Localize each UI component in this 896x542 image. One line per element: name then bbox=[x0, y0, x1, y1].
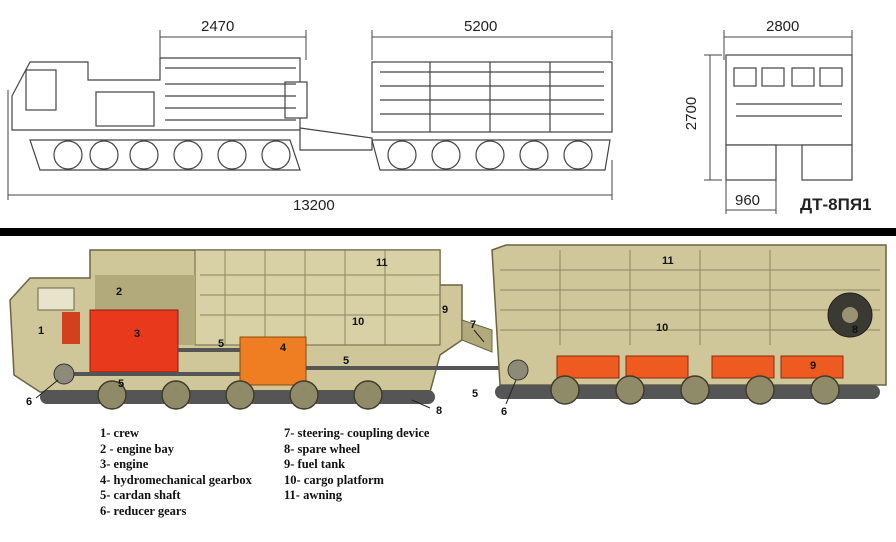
callout-platform-rear: 10 bbox=[656, 322, 669, 334]
callout-cardan-link: 5 bbox=[472, 388, 479, 400]
dim-total-length: 13200 bbox=[293, 197, 335, 214]
legend-item: 4- hydromechanical gearbox bbox=[100, 472, 252, 487]
callout-reducer-front: 6 bbox=[26, 396, 33, 408]
legend-item: 7- steering- coupling device bbox=[284, 426, 430, 440]
dim-height: 2700 bbox=[683, 96, 701, 131]
callout-track: 8 bbox=[436, 405, 443, 417]
legend-left: 1- crew 2 - engine bay 3- engine 4- hydr… bbox=[100, 426, 252, 519]
legend-item: 9- fuel tank bbox=[284, 457, 346, 471]
legend-item: 6- reducer gears bbox=[100, 503, 187, 518]
dim-rear-body: 5200 bbox=[464, 18, 498, 35]
callout-engine-bay: 2 bbox=[116, 286, 123, 298]
callout-reducer-rear: 6 bbox=[501, 406, 508, 418]
callout-crew: 1 bbox=[38, 325, 45, 337]
callout-platform-front: 10 bbox=[352, 316, 365, 328]
legend-item: 3- engine bbox=[100, 457, 149, 471]
legend-item: 5- cardan shaft bbox=[100, 488, 181, 502]
model-label: ДТ-8ПЯ1 bbox=[800, 195, 872, 214]
callout-fuel-tank-front: 9 bbox=[442, 304, 449, 316]
dim-width: 2800 bbox=[766, 18, 800, 35]
callout-spare-wheel: 8 bbox=[852, 324, 859, 336]
callout-cardan-upper: 5 bbox=[218, 338, 225, 350]
callout-awning-rear: 11 bbox=[662, 255, 674, 267]
callout-gearbox: 4 bbox=[280, 342, 287, 354]
section-divider bbox=[0, 228, 896, 236]
legend-right: 7- steering- coupling device 8- spare wh… bbox=[284, 426, 429, 504]
gearbox-shape bbox=[239, 336, 307, 386]
legend-item: 10- cargo platform bbox=[284, 472, 384, 487]
engine-shape bbox=[89, 309, 179, 373]
callout-cardan-mid: 5 bbox=[343, 355, 350, 367]
legend-item: 1- crew bbox=[100, 426, 139, 440]
callout-awning-front: 11 bbox=[376, 257, 388, 269]
callout-engine: 3 bbox=[134, 328, 141, 340]
legend-item: 8- spare wheel bbox=[284, 441, 361, 456]
dim-front-body: 2470 bbox=[201, 18, 235, 35]
legend-item: 2 - engine bay bbox=[100, 441, 174, 456]
callout-fuel-tank-rear: 9 bbox=[810, 360, 817, 372]
callout-steering: 7 bbox=[470, 319, 477, 331]
callout-cardan-lower: 5 bbox=[118, 378, 125, 390]
dim-track-width: 960 bbox=[735, 192, 761, 209]
legend-item: 11- awning bbox=[284, 488, 343, 502]
